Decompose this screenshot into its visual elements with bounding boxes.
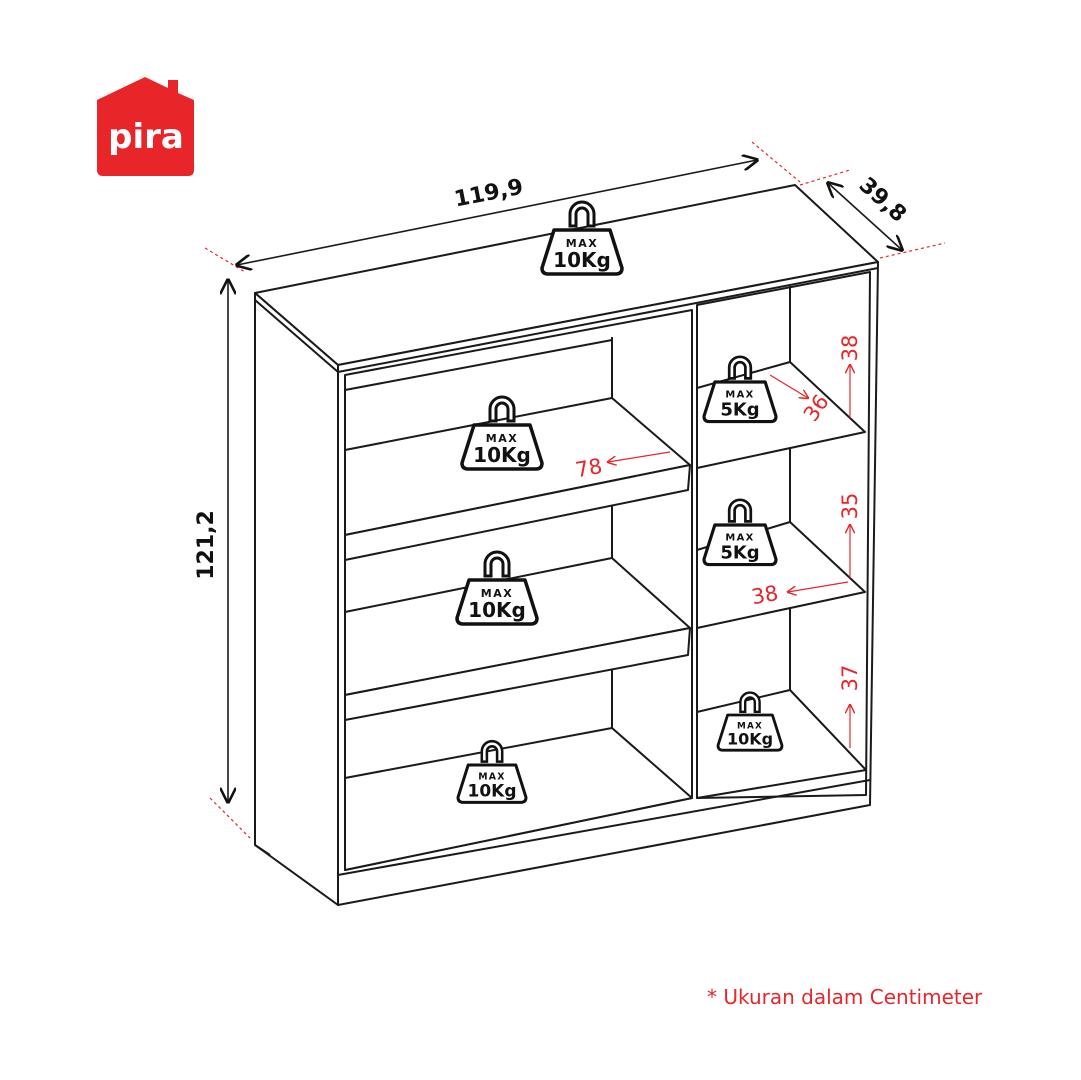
svg-text:38: 38 xyxy=(750,581,780,609)
svg-text:5Kg: 5Kg xyxy=(720,542,759,563)
svg-text:MAX: MAX xyxy=(725,389,754,400)
cabinet xyxy=(254,184,879,906)
svg-text:MAX: MAX xyxy=(737,722,763,732)
svg-text:MAX: MAX xyxy=(566,237,598,250)
pira-logo: pira xyxy=(97,77,194,176)
logo-text: pira xyxy=(108,117,184,157)
svg-text:MAX: MAX xyxy=(725,532,754,543)
width-label: 119,9 xyxy=(452,175,525,213)
svg-text:37: 37 xyxy=(838,665,862,692)
svg-text:MAX: MAX xyxy=(478,771,506,782)
svg-text:78: 78 xyxy=(574,454,604,482)
svg-text:35: 35 xyxy=(838,493,862,520)
svg-text:10Kg: 10Kg xyxy=(727,730,773,749)
svg-text:MAX: MAX xyxy=(481,587,513,600)
footnote: * Ukuran dalam Centimeter xyxy=(707,985,983,1009)
svg-text:5Kg: 5Kg xyxy=(720,399,759,420)
svg-text:10Kg: 10Kg xyxy=(468,781,517,801)
height-label: 121,2 xyxy=(194,510,219,580)
svg-text:10Kg: 10Kg xyxy=(553,248,611,272)
svg-text:38: 38 xyxy=(838,335,862,362)
svg-text:10Kg: 10Kg xyxy=(468,598,526,622)
svg-text:MAX: MAX xyxy=(486,432,518,445)
svg-text:10Kg: 10Kg xyxy=(473,443,531,467)
depth-label: 39,8 xyxy=(854,173,911,228)
